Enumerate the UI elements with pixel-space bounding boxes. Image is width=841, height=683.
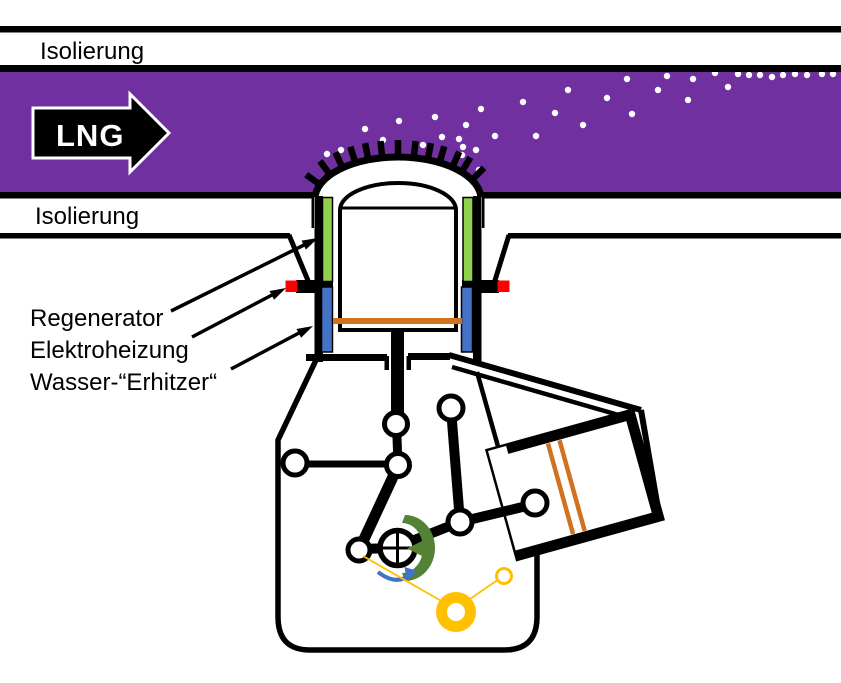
generator-coil-lines (545, 439, 587, 535)
engine-wall-left (314, 196, 323, 362)
leader-arrow-wasser-erhitzer (230, 326, 313, 371)
pipe-outer-wall-top (0, 26, 841, 33)
pipe-outer-wall-bottom-left (0, 233, 290, 239)
label-elektroheizung: Elektroheizung (30, 337, 189, 364)
displacer-piston (333, 318, 462, 324)
mount-slant-left (286, 234, 312, 284)
lng-flow-arrow (31, 90, 172, 176)
displacer-cylinder (338, 181, 458, 332)
flange-lip-right (406, 356, 411, 370)
output-node (495, 567, 513, 585)
insulation-label-top: Isolierung (40, 38, 144, 65)
regenerator-bar-right (462, 196, 474, 283)
regenerator-bar-left (321, 196, 334, 283)
flange-lip-left (384, 356, 389, 370)
rotation-arrow-green (402, 515, 435, 581)
engine-wall-right (473, 196, 482, 362)
label-wasser-erhitzer: Wasser-“Erhitzer“ (30, 369, 217, 396)
pipe-inner-wall-top (0, 65, 841, 72)
flywheel-output (362, 555, 513, 632)
crankcase-outline (275, 356, 540, 653)
insulation-label-bottom: Isolierung (35, 203, 139, 230)
leader-arrow-elektroheizung (191, 288, 286, 339)
rotation-arrow-blue (376, 567, 418, 582)
leader-arrow-regenerator (170, 238, 318, 313)
water-heater-bar-left (320, 286, 334, 353)
electric-heater-element-right (497, 280, 510, 292)
water-heater-bar-right (460, 286, 474, 353)
power-cylinder (484, 407, 665, 562)
lng-label: LNG (56, 118, 124, 153)
bubbles-group (323, 69, 837, 174)
electric-heater-element-left (285, 280, 298, 292)
pipe-outer-wall-bottom-right (508, 233, 841, 239)
label-regenerator: Regenerator (30, 305, 163, 332)
engine-flange-right (408, 353, 450, 360)
flywheel-ring (436, 592, 476, 632)
linkage-joints (280, 393, 550, 564)
engine-flange-left (306, 354, 387, 361)
